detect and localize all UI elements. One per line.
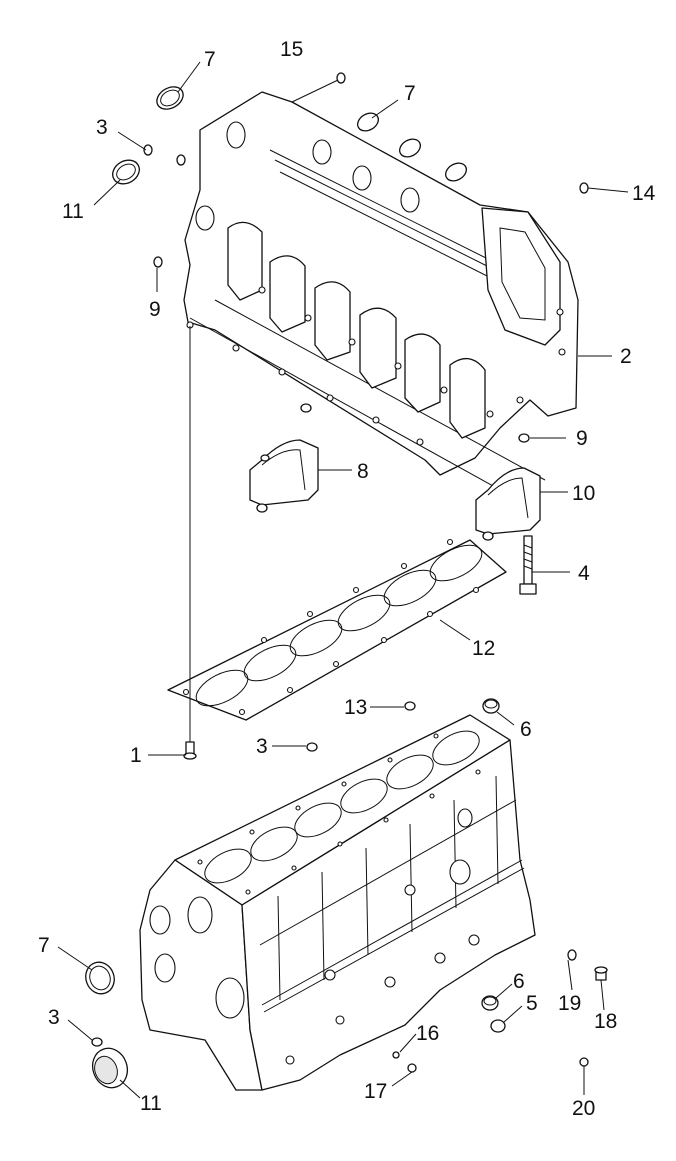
- gasket-bores: [195, 544, 483, 707]
- seal-11-top: [112, 159, 140, 185]
- callout-14: 14: [632, 182, 656, 205]
- callout-9-b: 9: [576, 427, 588, 450]
- callout-17: 17: [364, 1080, 387, 1103]
- callout-7-a: 7: [204, 48, 216, 71]
- plug-17: [407, 1063, 417, 1073]
- seal-11-bottom: [91, 1047, 129, 1089]
- callout-11-b: 11: [140, 1092, 162, 1115]
- dowel-pin-3-top: [143, 144, 153, 156]
- callout-3-a: 3: [96, 116, 108, 139]
- cylinder-block: [139, 714, 536, 1091]
- callout-18: 18: [594, 1010, 617, 1033]
- o-ring-7-bottom: [85, 961, 115, 995]
- callout-6-a: 6: [520, 718, 532, 741]
- callout-2: 2: [620, 345, 632, 368]
- callout-1: 1: [130, 744, 142, 767]
- leader-lines: [57, 61, 629, 1099]
- dowel-pin-3-bottom: [91, 1037, 103, 1047]
- callout-12: 12: [472, 637, 495, 660]
- callout-5: 5: [526, 992, 538, 1015]
- dowel-pin-3-mid: [306, 742, 318, 752]
- callout-labels: 7 15 7 3 11 14 9 2 9 8 10 4 12 13 6 1 3 …: [38, 38, 656, 1120]
- callout-9-a: 9: [149, 298, 161, 321]
- callout-16: 16: [416, 1022, 439, 1045]
- plug-15: [336, 72, 346, 84]
- callout-11-a: 11: [62, 200, 84, 223]
- callout-3-b: 3: [256, 735, 268, 758]
- callout-3-c: 3: [48, 1006, 60, 1029]
- dowel-pin-top: [176, 154, 186, 166]
- bearing-cap-8: [249, 403, 319, 513]
- pin-9-top: [153, 256, 163, 268]
- callout-7-b: 7: [404, 82, 416, 105]
- callout-20: 20: [572, 1097, 595, 1120]
- callout-10: 10: [572, 482, 595, 505]
- bearing-cap-10: [475, 433, 541, 541]
- bearing-frame-assembly: [183, 91, 579, 513]
- o-ring-7-top-left: [156, 86, 184, 110]
- callout-13: 13: [344, 696, 367, 719]
- bolt-1: [183, 741, 197, 760]
- plug-16: [392, 1051, 400, 1059]
- callout-15: 15: [280, 38, 303, 61]
- callout-4: 4: [578, 562, 590, 585]
- plug-14: [579, 182, 589, 194]
- plug-5: [490, 1019, 506, 1033]
- plug-13: [404, 701, 416, 711]
- callout-7-c: 7: [38, 934, 50, 957]
- plug-6-bottom: [481, 995, 499, 1011]
- callout-19: 19: [558, 992, 581, 1015]
- bolt-4: [519, 535, 537, 595]
- plug-6-top: [482, 698, 500, 714]
- bearing-saddles: [227, 221, 486, 439]
- plug-20: [579, 1057, 589, 1067]
- block-ribs: [277, 775, 499, 1001]
- callout-6-b: 6: [513, 970, 525, 993]
- plug-19: [567, 949, 577, 961]
- plug-18: [594, 966, 608, 981]
- callout-8: 8: [357, 460, 369, 483]
- gasket-12: [167, 538, 507, 721]
